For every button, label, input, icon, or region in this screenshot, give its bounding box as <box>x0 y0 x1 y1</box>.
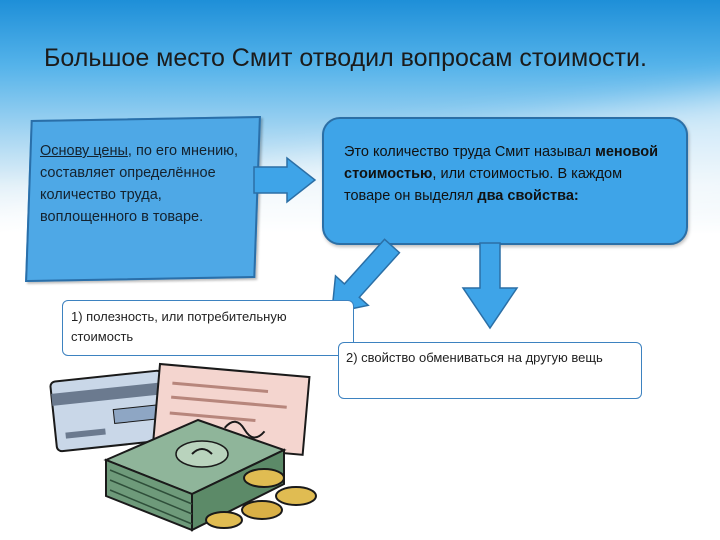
price-basis-text: Основу цены, по его мнению, составляет о… <box>40 140 250 228</box>
price-basis-underlined: Основу цены <box>40 143 128 159</box>
banknotes-icon <box>103 418 287 532</box>
exchange-value-text: Это количество труда Смит называл меново… <box>344 141 669 207</box>
two-properties-term: два свойства: <box>477 188 579 204</box>
credit-card-icon <box>49 369 170 453</box>
exchange-property-text: 2) свойство обмениваться на другую вещь <box>346 350 603 365</box>
money-clipart <box>49 362 317 532</box>
exchange-property-box <box>338 342 642 399</box>
down-arrow-icon <box>461 242 519 330</box>
exchange-value-part2: , или стоимостью. В каждом товаре он выд… <box>344 166 623 204</box>
exchange-value-part1: Это количество труда Смит называл <box>344 144 596 160</box>
use-value-box <box>62 300 354 356</box>
right-arrow-icon <box>253 156 317 204</box>
price-basis-rest: , по его мнению, составляет определённое… <box>40 143 239 225</box>
coins-icon <box>205 468 317 529</box>
exchange-value-box <box>322 117 688 245</box>
use-value-text: 1) полезность, или потребительную стоимо… <box>71 309 287 344</box>
exchange-value-term: меновой стоимостью <box>344 144 659 182</box>
slide-title: Большое место Смит отводил вопросам стои… <box>44 44 647 72</box>
